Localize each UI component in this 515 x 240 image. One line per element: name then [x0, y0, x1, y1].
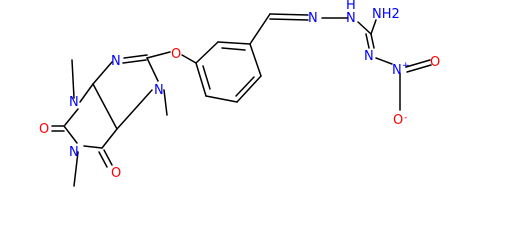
bond: [269, 13, 309, 16]
bond: [405, 59, 431, 68]
atom-label: O: [430, 55, 440, 70]
atom-label: N: [364, 49, 374, 64]
bond: [63, 125, 78, 144]
bond: [73, 151, 79, 187]
bond: [103, 149, 113, 166]
bond: [122, 59, 147, 64]
atom-label: N: [308, 11, 318, 26]
bond: [236, 75, 262, 103]
bond: [202, 65, 211, 90]
atom-label: H: [346, 0, 356, 13]
bond: [221, 47, 246, 51]
bond: [195, 41, 219, 64]
bond: [146, 57, 159, 82]
bond: [64, 108, 79, 126]
atom-label: N: [392, 63, 402, 78]
bond: [163, 89, 168, 116]
structure-diagram: N N N N O O O N N H NH2 N N + O O -: [39, 0, 440, 187]
bond: [195, 62, 207, 97]
atom-label: N: [69, 95, 79, 110]
bond: [79, 83, 94, 103]
atom-label: NH2: [372, 7, 400, 22]
bond: [146, 51, 171, 59]
bond: [249, 13, 271, 45]
bond: [92, 83, 118, 130]
charge-label: -: [404, 113, 407, 123]
atom-labels: N N N N O O O N N H NH2 N N + O O -: [39, 0, 440, 181]
bond: [92, 61, 113, 85]
bond: [269, 18, 309, 21]
bond: [98, 151, 108, 168]
bond: [101, 128, 118, 149]
bond: [357, 21, 372, 35]
bond: [249, 43, 262, 77]
bond: [217, 41, 251, 45]
bond: [365, 33, 370, 49]
charge-label: +: [402, 61, 410, 71]
bond: [123, 54, 148, 59]
bond: [235, 76, 255, 97]
atom-label: N: [154, 83, 164, 98]
atom-label: N: [111, 54, 121, 69]
bonds: [51, 13, 432, 187]
bond: [406, 64, 432, 73]
atom-label: N: [69, 145, 79, 160]
bond: [116, 89, 153, 130]
bond: [370, 33, 375, 49]
atom-label: O: [111, 166, 121, 181]
atom-label: O: [393, 113, 403, 128]
atom-label: O: [171, 47, 181, 62]
bond: [83, 145, 103, 149]
atom-label: O: [39, 122, 49, 137]
bond: [181, 54, 197, 64]
atom-label: N: [346, 11, 356, 26]
bond: [71, 59, 75, 99]
bond: [375, 57, 393, 65]
bond: [370, 19, 377, 35]
bond: [205, 95, 238, 103]
